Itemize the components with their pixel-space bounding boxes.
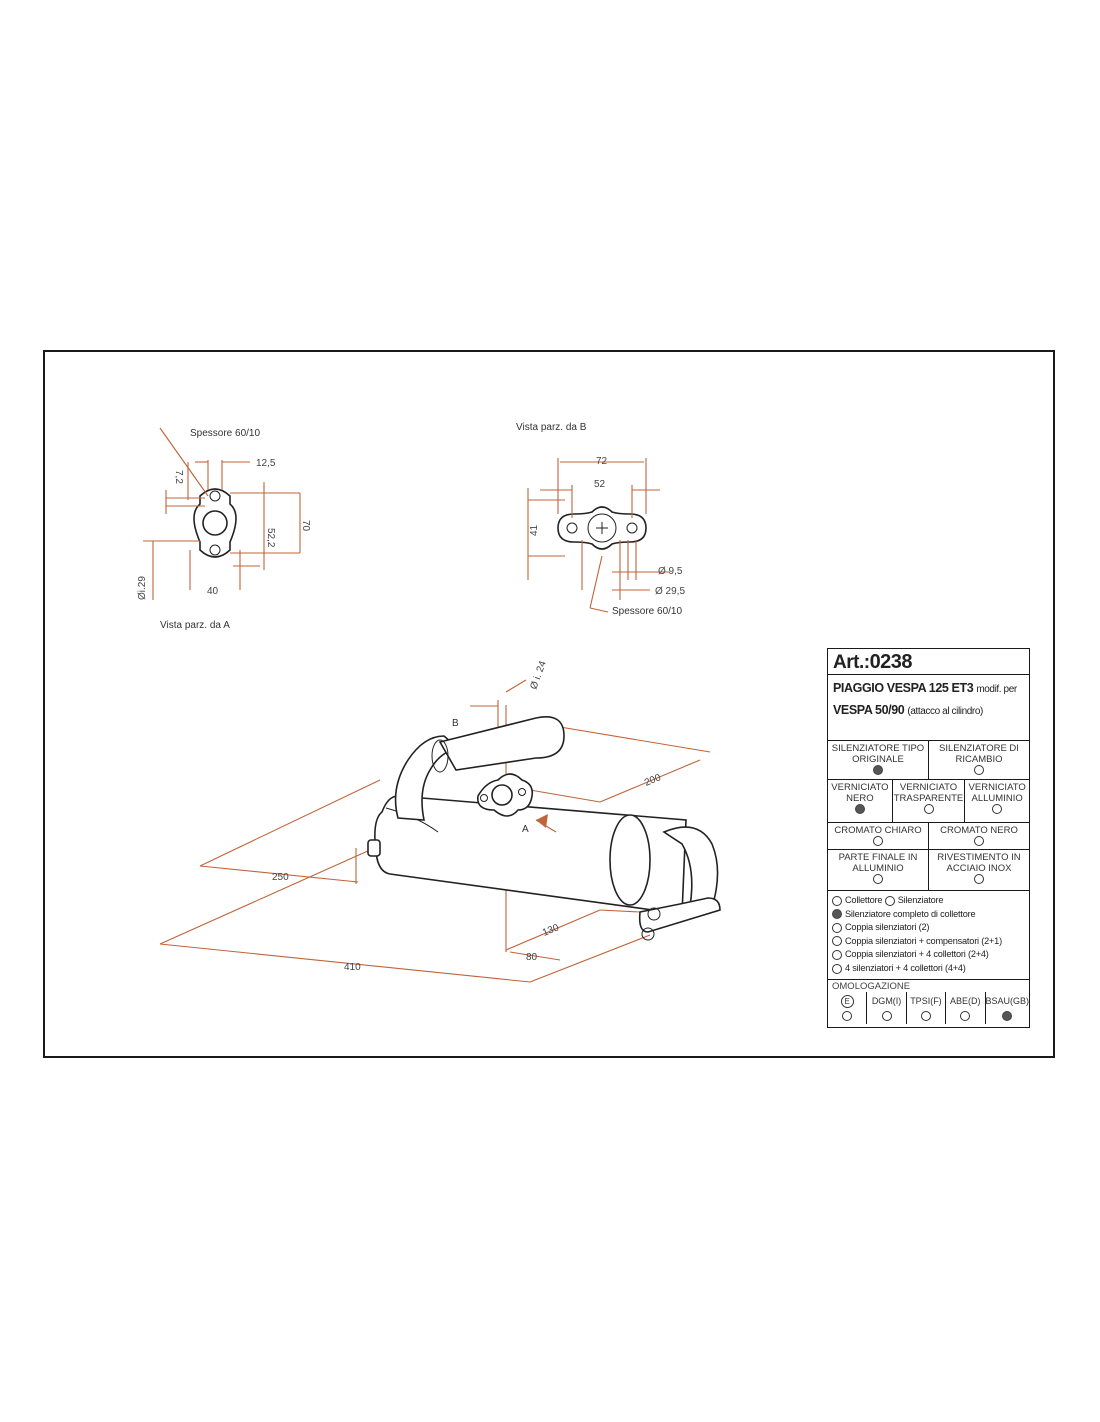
option-ricambio: SILENZIATORE DI RICAMBIO (929, 741, 1029, 779)
radio-cromato-chiaro (873, 836, 883, 847)
radio-tipo-originale (873, 765, 883, 776)
view-b-thickness: Spessore 60/10 (612, 606, 682, 617)
view-a-dim-52-2: 52,2 (265, 528, 276, 548)
radio-silenziatore (884, 895, 895, 906)
radio-omol-dgm (881, 1011, 892, 1022)
article-code: 0238 (869, 651, 913, 673)
view-b-dim-52: 52 (594, 479, 606, 490)
material-row: PARTE FINALE IN ALLUMINIO RIVESTIMENTO I… (828, 850, 1029, 891)
radio-omol-abe (960, 1011, 971, 1022)
composition-list: Collettore Silenziatore Silenziatore com… (828, 891, 1029, 980)
main-dim-80: 80 (526, 952, 538, 963)
radio-list-2 (832, 936, 842, 947)
radio-list-3 (832, 949, 842, 960)
radio-verniciato-trasparente (923, 804, 934, 815)
radio-list-4 (832, 963, 842, 974)
view-b-dim-72: 72 (596, 456, 608, 467)
radio-list-0 (832, 909, 842, 920)
main-dim-130: 130 (541, 922, 561, 939)
view-a-thickness: Spessore 60/10 (190, 428, 260, 439)
option-verniciato-alluminio: VERNICIATO ALLUMINIO (965, 780, 1029, 822)
view-a-dim-7-2: 7,2 (173, 470, 184, 484)
view-b-label: Vista parz. da B (516, 422, 587, 433)
main-dim-200: 200 (643, 772, 663, 789)
radio-rivestimento (974, 874, 984, 885)
option-parte-finale: PARTE FINALE IN ALLUMINIO (828, 850, 929, 890)
homologation-dgm: DGM(I) (867, 991, 907, 1024)
drawing-frame (43, 350, 1055, 1058)
radio-ricambio (974, 765, 984, 776)
radio-omol-e (842, 1011, 853, 1022)
view-a-dim-40: 40 (207, 586, 219, 597)
chrome-row: CROMATO CHIARO CROMATO NERO (828, 823, 1029, 850)
option-rivestimento: RIVESTIMENTO IN ACCIAIO INOX (929, 850, 1029, 890)
radio-parte-finale (873, 874, 883, 885)
option-verniciato-trasparente: VERNICIATO TRASPARENTE (893, 780, 966, 822)
article-number: Art.:0238 (828, 649, 1029, 675)
model-description: PIAGGIO VESPA 125 ET3 modif. per VESPA 5… (828, 675, 1029, 741)
list-item: Coppia silenziatori (2) (832, 921, 1025, 935)
model-line-2: VESPA 50/90 (833, 703, 905, 717)
radio-verniciato-nero (854, 804, 865, 815)
finish-row: VERNICIATO NERO VERNICIATO TRASPARENTE V… (828, 780, 1029, 823)
radio-collettore (832, 895, 842, 906)
view-b-dim-29-5: Ø 29,5 (655, 586, 685, 597)
view-a-dim-12-5: 12,5 (256, 458, 276, 469)
homologation-title: OMOLOGAZIONE (832, 980, 911, 992)
homologation-tpsi: TPSI(F) (907, 991, 947, 1024)
model-line-1: PIAGGIO VESPA 125 ET3 (833, 681, 974, 695)
option-tipo-originale: SILENZIATORE TIPO ORIGINALE (828, 741, 929, 779)
main-dim-410: 410 (344, 962, 361, 973)
main-dim-250: 250 (272, 872, 289, 883)
radio-omol-tpsi (920, 1011, 931, 1022)
view-b-dim-9-5: Ø 9,5 (658, 566, 683, 577)
list-item: Coppia silenziatori + 4 collettori (2+4) (832, 948, 1025, 962)
view-b: Vista parz. da B 72 52 41 Ø 9,5 Ø 29,5 S… (516, 422, 685, 617)
homologation-abe: ABE(D) (946, 991, 986, 1024)
radio-list-1 (832, 922, 842, 933)
homologation: OMOLOGAZIONE E DGM(I) TPSI(F) ABE(D) BSA… (828, 980, 1029, 1024)
list-item: 4 silenziatori + 4 collettori (4+4) (832, 962, 1025, 976)
view-a-label: Vista parz. da A (160, 620, 230, 631)
silencer-type-row: SILENZIATORE TIPO ORIGINALE SILENZIATORE… (828, 741, 1029, 780)
main-view: Ø i. 24 B A 200 250 410 130 80 (159, 659, 721, 983)
view-a: Spessore 60/10 7,2 12,5 52,2 70 Øi.29 40… (137, 427, 311, 631)
radio-omol-bsau (1002, 1011, 1013, 1022)
main-label-a: A (522, 824, 529, 835)
main-dim-dia-24: Ø i. 24 (528, 659, 549, 691)
homologation-e: E (828, 991, 868, 1024)
main-label-b: B (452, 718, 459, 729)
list-item: Coppia silenziatori + compensatori (2+1) (832, 935, 1025, 949)
option-cromato-nero: CROMATO NERO (929, 823, 1029, 849)
view-a-dim-dia: Øi.29 (137, 576, 148, 600)
list-item: Collettore Silenziatore (832, 894, 1025, 908)
view-a-dim-70: 70 (300, 520, 311, 532)
radio-verniciato-alluminio (992, 804, 1003, 815)
option-verniciato-nero: VERNICIATO NERO (828, 780, 893, 822)
option-cromato-chiaro: CROMATO CHIARO (828, 823, 929, 849)
radio-cromato-nero (974, 836, 984, 847)
title-block: Art.:0238 PIAGGIO VESPA 125 ET3 modif. p… (827, 648, 1030, 1028)
view-b-dim-41: 41 (529, 524, 540, 536)
list-item: Silenziatore completo di collettore (832, 908, 1025, 922)
homologation-bsau: BSAU(GB) (986, 992, 1029, 1024)
